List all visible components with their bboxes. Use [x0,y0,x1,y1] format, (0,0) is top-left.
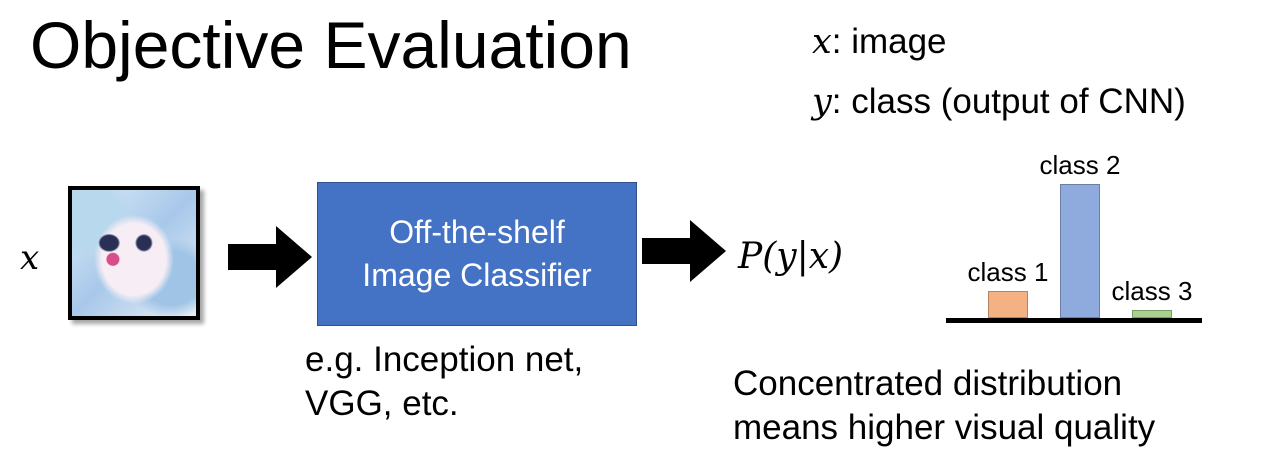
class-label: class 2 [1039,150,1121,180]
output-probability-label: P(y|x) [738,236,844,277]
class-bar [1060,184,1100,318]
conclusion-text: Concentrated distribution means higher v… [733,362,1155,450]
chart-baseline [946,318,1202,323]
legend-y-text: : class (output of CNN) [831,82,1186,121]
page-title: Objective Evaluation [30,8,632,82]
arrow-right-icon [228,226,312,288]
classifier-line-2: Image Classifier [362,257,592,293]
classifier-line-1: Off-the-shelf [389,213,565,250]
arrow-right-icon [642,220,726,282]
class-bar [1132,310,1172,318]
legend-y-symbol: y [812,82,832,122]
conclusion-line-2: means higher visual quality [733,407,1156,447]
class-label: class 1 [967,257,1049,287]
classifier-examples-line-2: VGG, etc. [305,383,459,423]
input-x-label: x [20,238,40,278]
legend-x-text: : image [831,22,947,61]
image-classifier-box: Off-the-shelf Image Classifier [317,182,637,326]
classifier-examples-line-1: e.g. Inception net, [305,340,584,379]
class-distribution-chart: class 1 class 2 class 3 [940,140,1210,330]
legend-x-symbol: x [812,22,832,62]
input-image [68,186,200,320]
conclusion-line-1: Concentrated distribution [733,364,1123,403]
class-bar [988,291,1028,318]
legend-y: y: class (output of CNN) [812,84,1186,120]
class-label: class 3 [1111,276,1193,306]
legend-x: x: image [812,24,947,60]
classifier-examples: e.g. Inception net, VGG, etc. [305,338,583,426]
